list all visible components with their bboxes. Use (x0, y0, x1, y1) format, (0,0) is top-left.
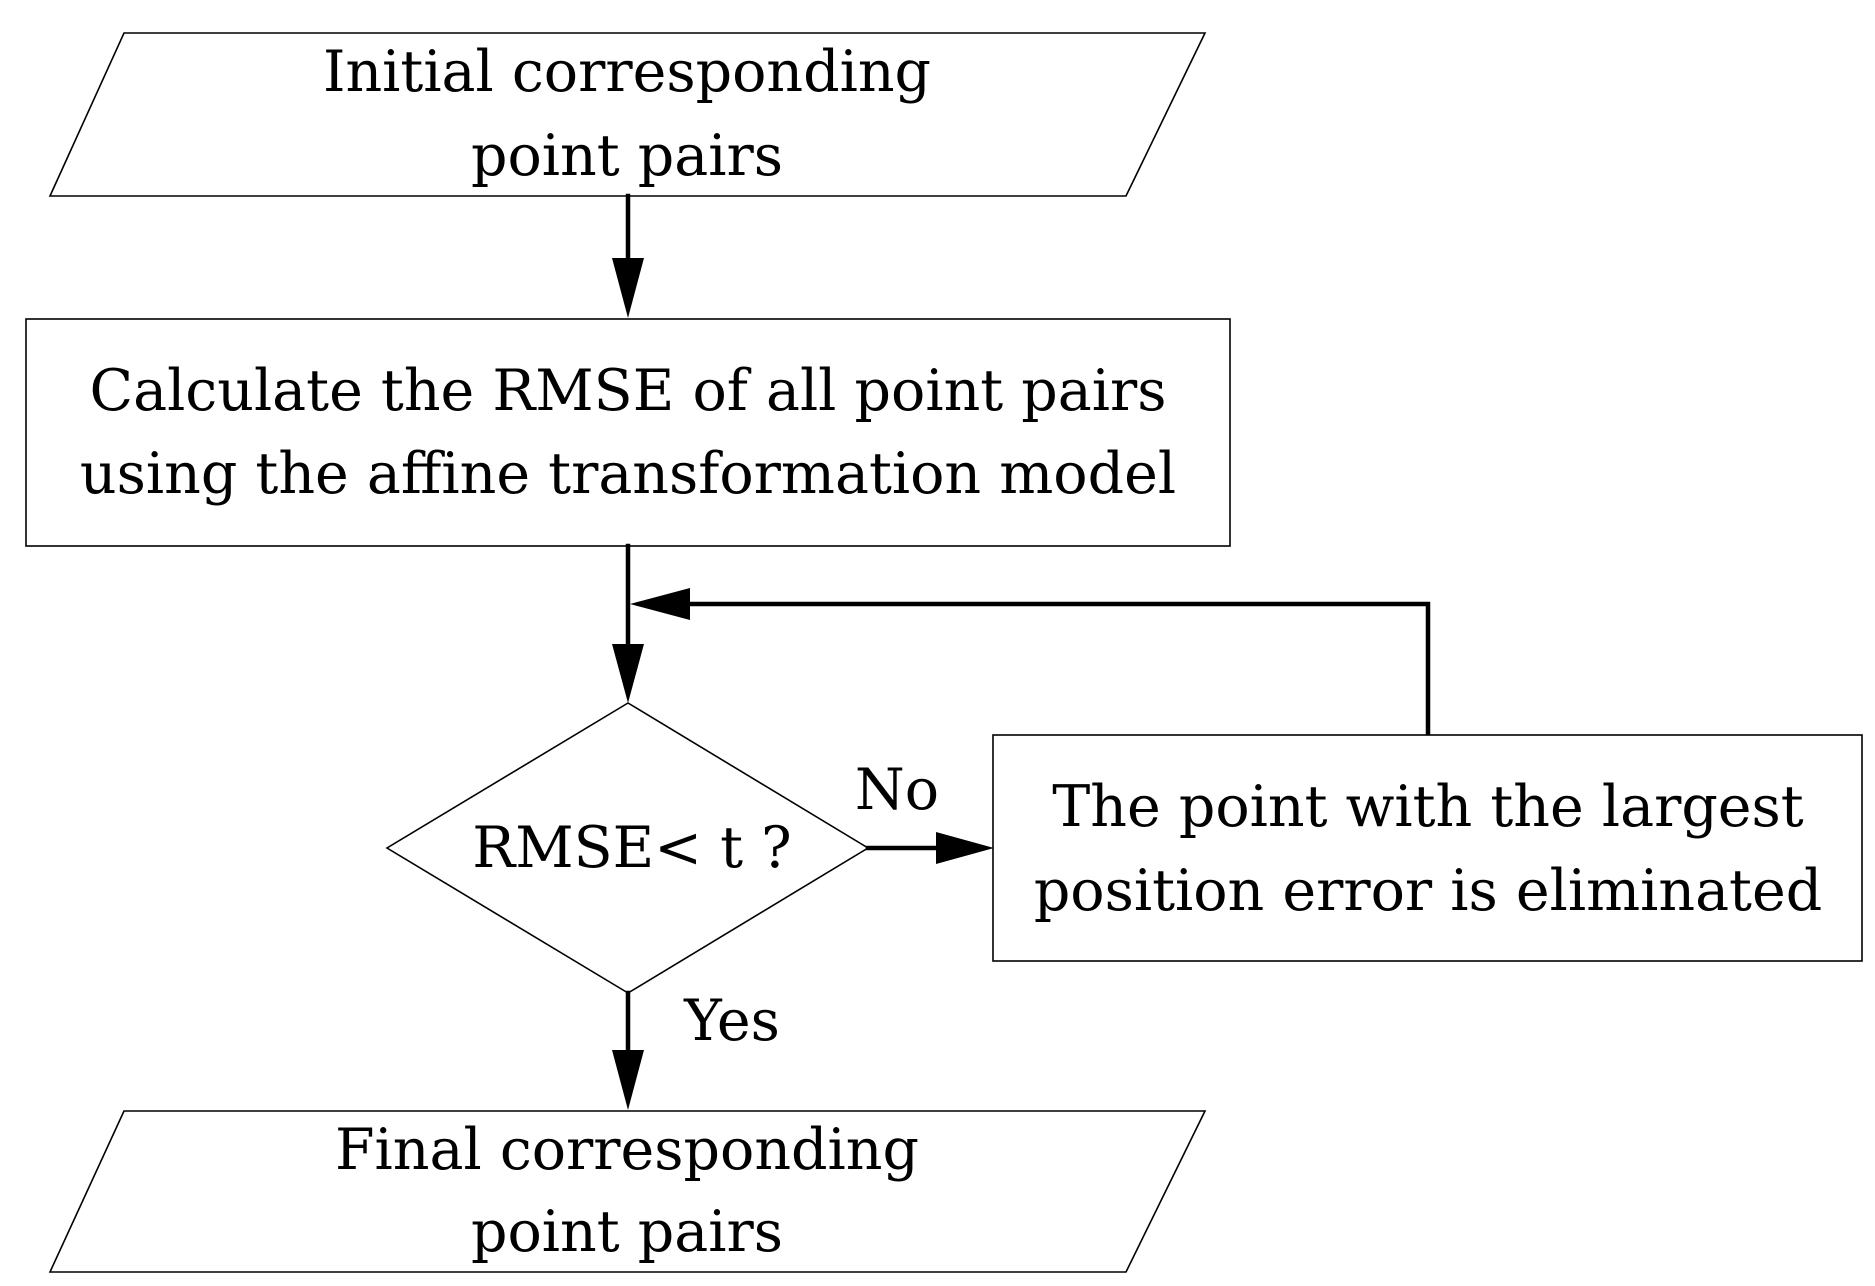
start-label-line-2: point pairs (471, 123, 783, 189)
yes-label: Yes (683, 988, 780, 1054)
end-label-line-1: Final corresponding (335, 1117, 919, 1183)
eliminate-box (992, 734, 1863, 962)
calculate-label-line-2: using the affine transformation model (80, 441, 1176, 507)
arrow-calculate-to-decision (612, 543, 644, 703)
start-parallelogram (48, 32, 1207, 197)
end-node: Final corresponding point pairs (48, 1110, 1207, 1273)
start-label-line-1: Initial corresponding (323, 39, 931, 105)
calculate-box (25, 318, 1231, 547)
arrow-start-to-calculate (612, 193, 644, 318)
decision-label: RMSE< t ? (472, 815, 791, 881)
arrow-decision-to-end: Yes (612, 988, 780, 1110)
end-label-line-2: point pairs (471, 1199, 783, 1265)
no-label: No (855, 757, 939, 823)
arrow-decision-to-eliminate: No (855, 757, 994, 864)
arrow-loop-back (630, 588, 1431, 736)
calculate-node: Calculate the RMSE of all point pairs us… (25, 318, 1231, 547)
start-node: Initial corresponding point pairs (48, 32, 1207, 197)
eliminate-label-line-1: The point with the largest (1052, 774, 1804, 840)
eliminate-label-line-2: position error is eliminated (1034, 858, 1822, 924)
decision-node: RMSE< t ? (385, 702, 870, 994)
end-parallelogram (48, 1110, 1207, 1273)
eliminate-node: The point with the largest position erro… (992, 734, 1863, 962)
calculate-label-line-1: Calculate the RMSE of all point pairs (89, 358, 1166, 424)
